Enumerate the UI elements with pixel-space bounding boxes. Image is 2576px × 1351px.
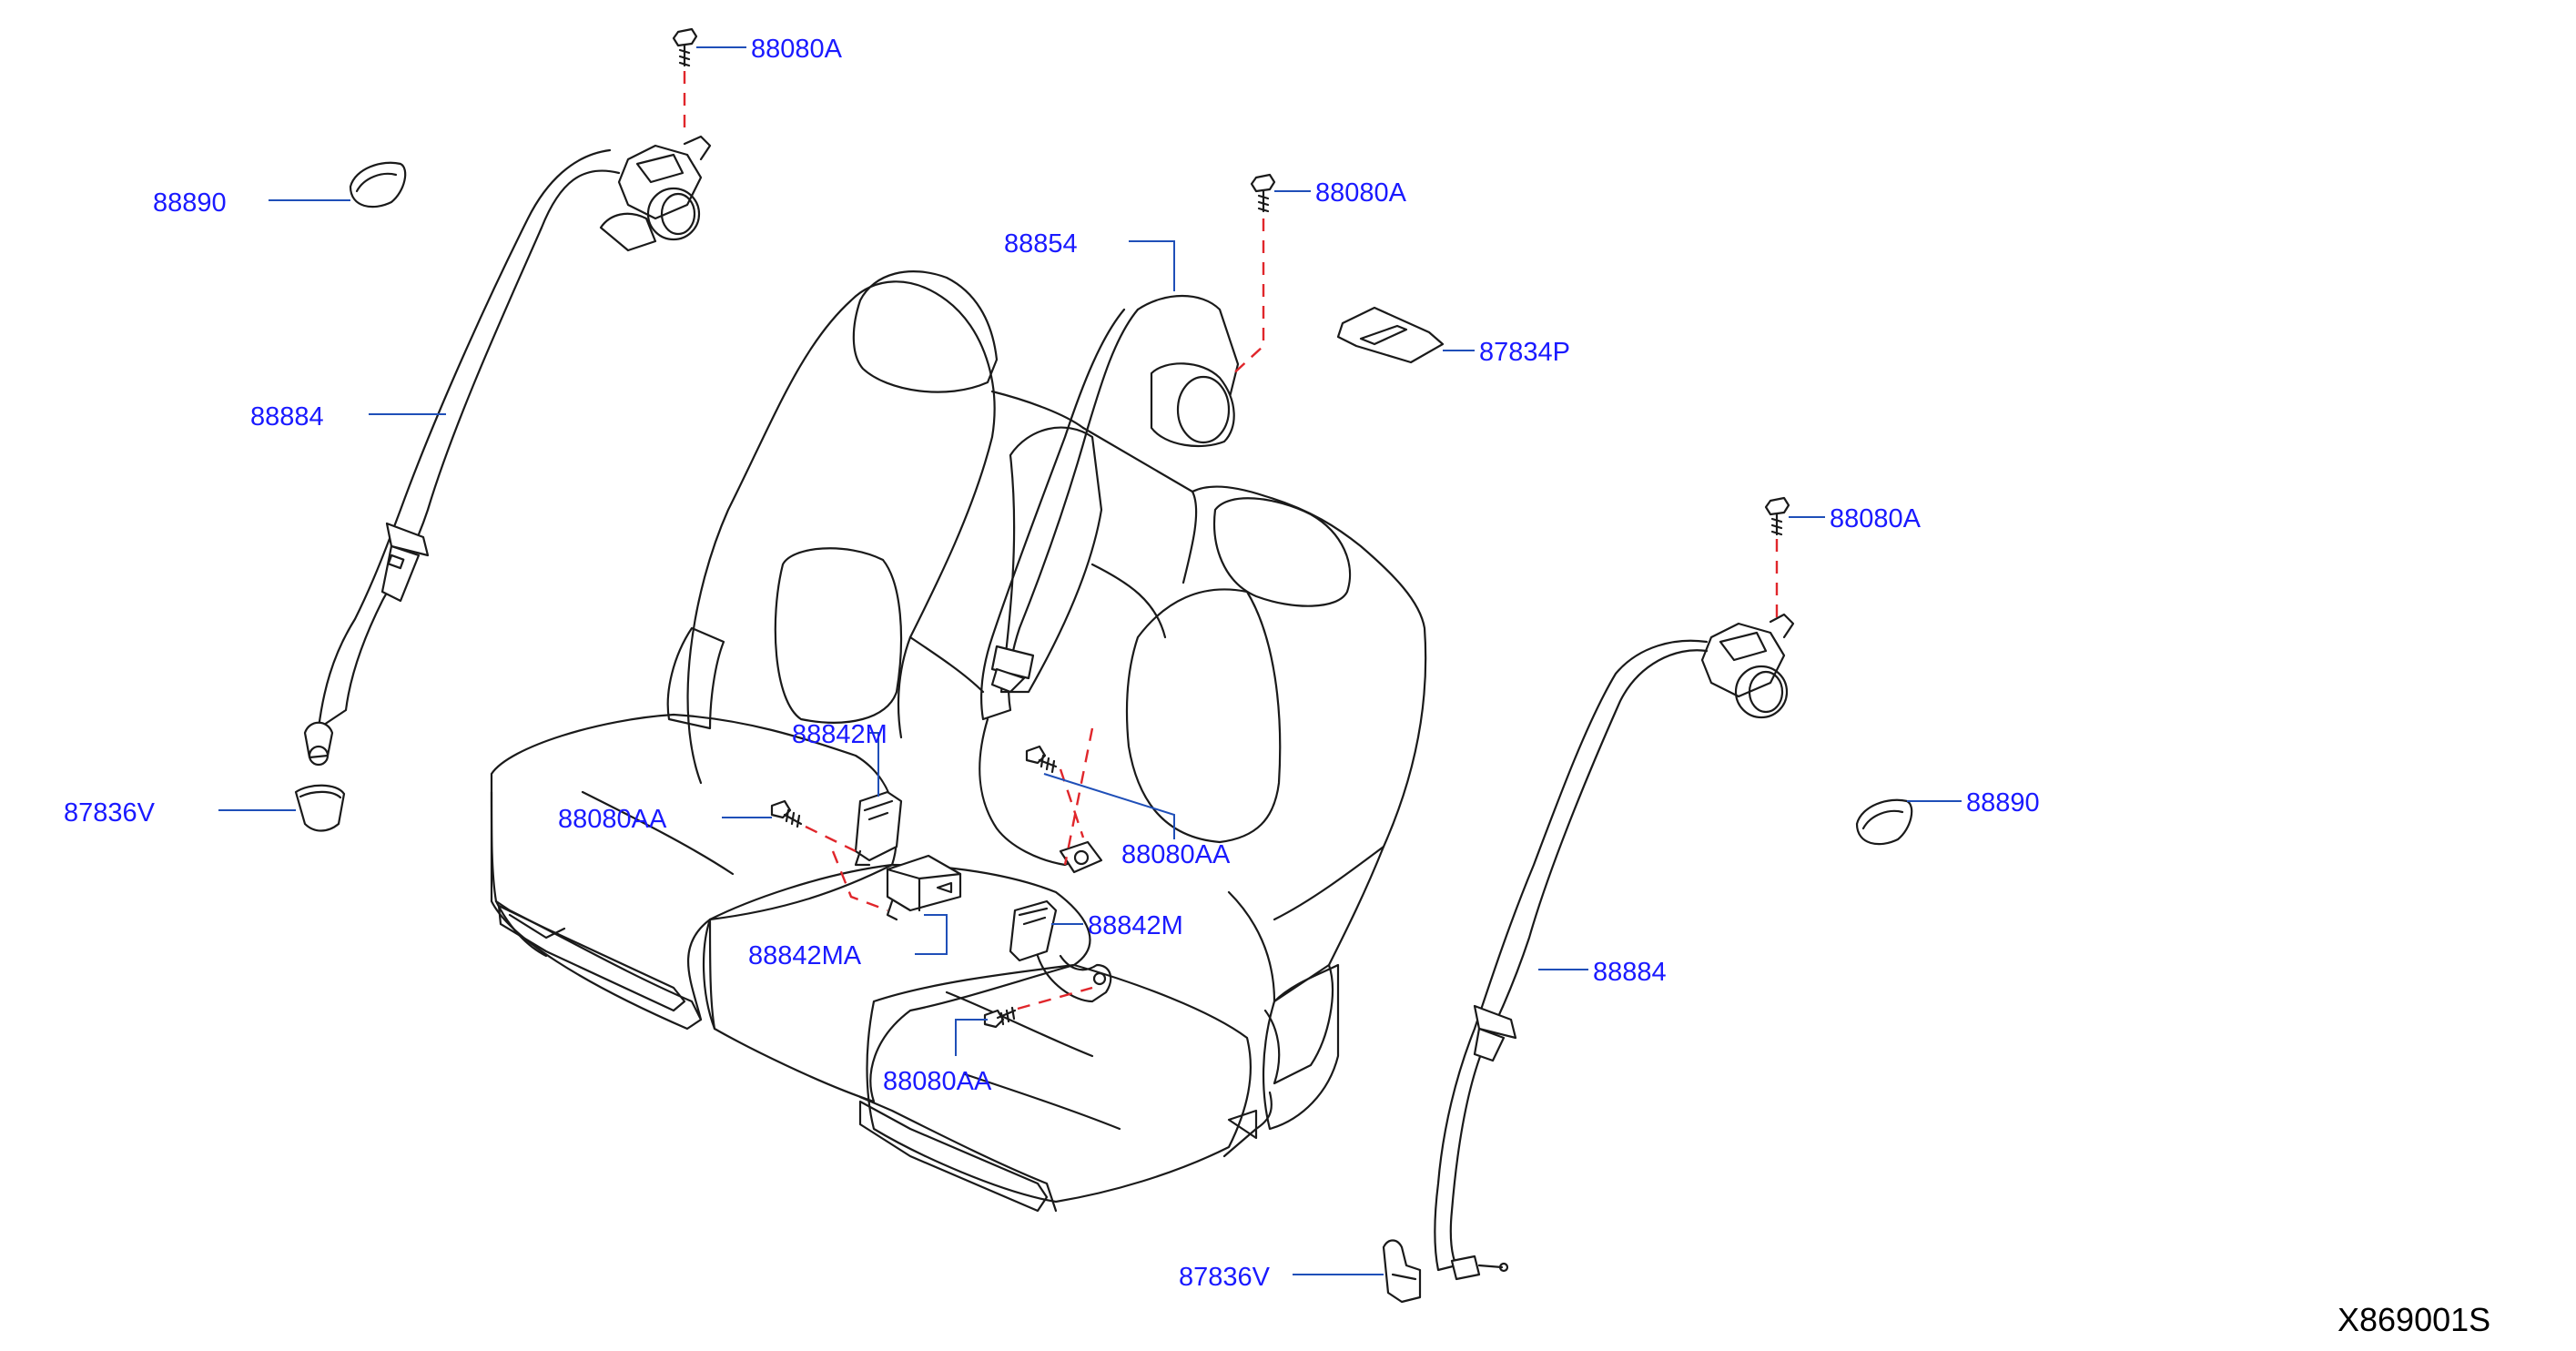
leader-lines: [218, 46, 1962, 1275]
cover-88890-right: [1855, 798, 1913, 846]
cap-87836v-right: [1382, 1239, 1422, 1304]
label-88890-left: 88890: [153, 188, 227, 218]
label-88854: 88854: [1004, 229, 1078, 259]
bolt-88080a-top-left: [672, 27, 698, 67]
label-87836v-right: 87836V: [1179, 1263, 1271, 1292]
buckle-88842ma-double: [886, 854, 962, 921]
assembly-guide-lines: [683, 71, 1779, 1011]
label-88890-right: 88890: [1966, 788, 2040, 818]
bolt-88080a-right: [1764, 496, 1790, 536]
seat-belt-right: [1434, 613, 1795, 1281]
label-88080aa-seat-left: 88080AA: [558, 805, 667, 834]
bolt-88080a-center: [1250, 173, 1276, 213]
label-88080aa-seat-front: 88080AA: [883, 1067, 992, 1096]
bolt-88080aa-seat-left: [770, 799, 803, 828]
bolt-88080aa-seat-front: [983, 1006, 1017, 1029]
bolt-88080aa-center: [1025, 745, 1058, 774]
cap-87836v-left: [294, 784, 346, 832]
buckle-88842m-lower: [1009, 899, 1112, 1003]
cover-88890-left: [349, 161, 407, 208]
label-87834p: 87834P: [1479, 338, 1570, 367]
rear-seat-assembly: [490, 270, 1427, 1213]
callout-labels: 88080A 88890 88884 87836V 88854 88080A 8…: [64, 35, 2490, 1338]
label-88884-right: 88884: [1593, 958, 1667, 987]
label-88884-left: 88884: [250, 402, 324, 432]
label-87836v-left: 87836V: [64, 798, 156, 828]
label-88080a-right: 88080A: [1830, 504, 1922, 533]
label-88080a-top-left: 88080A: [751, 35, 843, 64]
label-88842m-lower: 88842M: [1088, 911, 1183, 940]
seat-belt-left: [303, 135, 712, 767]
finisher-87834p: [1336, 306, 1445, 364]
label-88080aa-center: 88080AA: [1121, 840, 1231, 869]
seat-belt-center: [979, 295, 1240, 874]
diagram-code: X869001S: [2338, 1301, 2490, 1338]
label-88842m-upper: 88842M: [792, 720, 887, 749]
label-88080a-center: 88080A: [1315, 178, 1407, 208]
label-88842ma: 88842MA: [748, 941, 862, 970]
